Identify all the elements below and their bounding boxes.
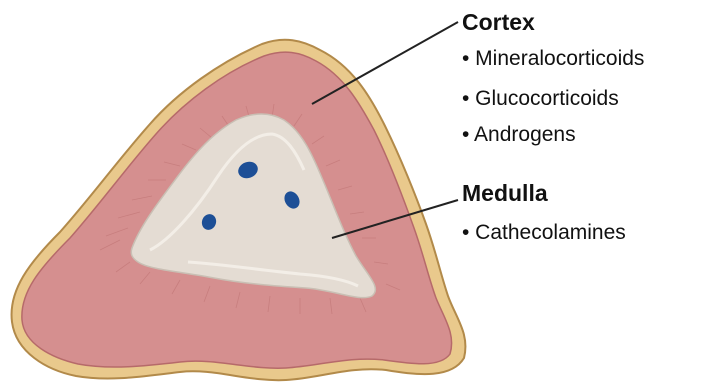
cortex-item-androgens: • Androgens bbox=[462, 124, 576, 145]
medulla-item-cathecolamines: • Cathecolamines bbox=[462, 222, 626, 243]
cortex-title: Cortex bbox=[462, 11, 535, 34]
cortex-item-mineralocorticoids: • Mineralocorticoids bbox=[462, 48, 644, 69]
cortex-item-glucocorticoids: • Glucocorticoids bbox=[462, 88, 619, 109]
medulla-title: Medulla bbox=[462, 182, 548, 205]
